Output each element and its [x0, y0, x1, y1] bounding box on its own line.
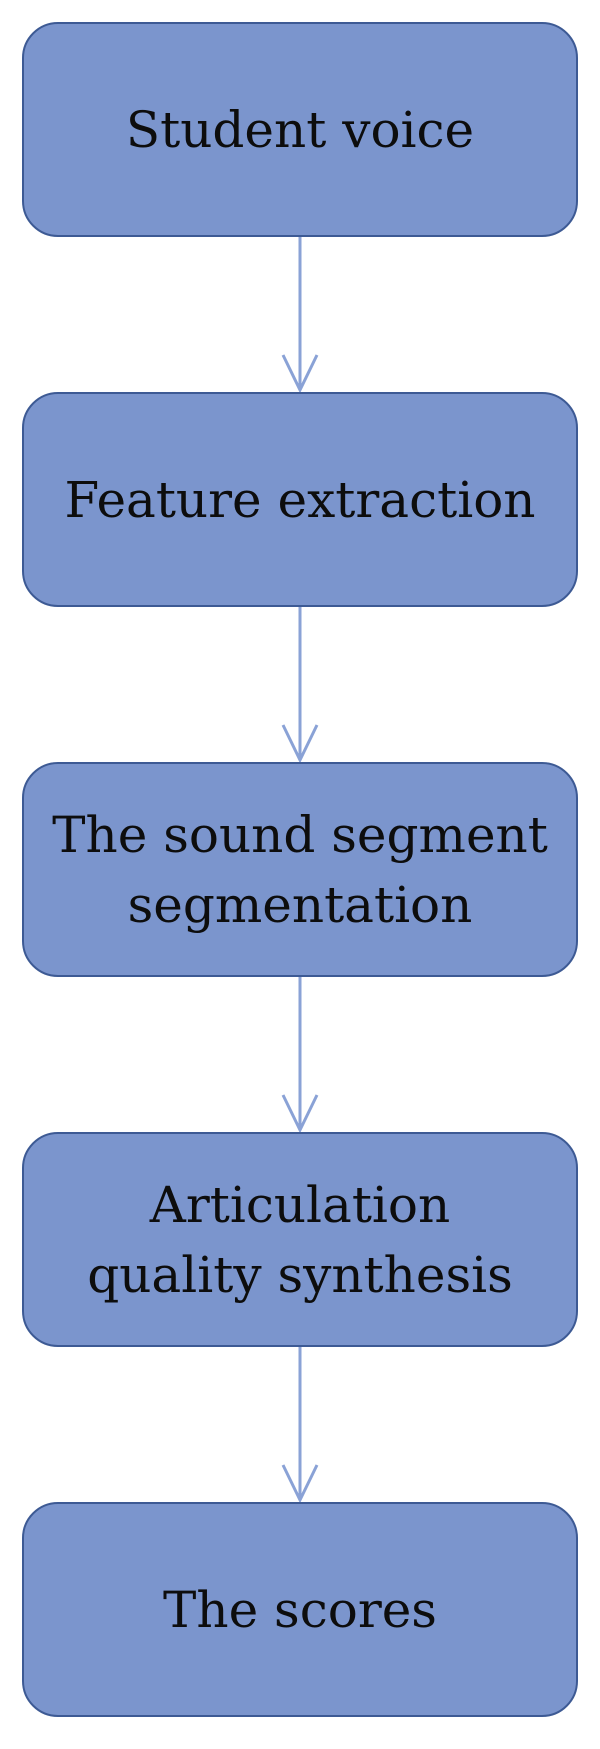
arrow-down-icon: [270, 607, 330, 764]
step-sound-segment-segmentation: The sound segment segmentation: [22, 762, 578, 977]
step-the-scores: The scores: [22, 1502, 578, 1717]
arrow-down-icon: [270, 1347, 330, 1504]
step-label: Articulation quality synthesis: [87, 1175, 513, 1304]
step-label: The sound segment segmentation: [52, 805, 548, 934]
arrow-down-icon: [270, 237, 330, 394]
arrow-down-icon: [270, 977, 330, 1134]
step-label: The scores: [163, 1580, 437, 1639]
step-label: Student voice: [125, 100, 475, 159]
step-feature-extraction: Feature extraction: [22, 392, 578, 607]
step-student-voice: Student voice: [22, 22, 578, 237]
step-articulation-quality-synthesis: Articulation quality synthesis: [22, 1132, 578, 1347]
step-label: Feature extraction: [64, 470, 536, 529]
